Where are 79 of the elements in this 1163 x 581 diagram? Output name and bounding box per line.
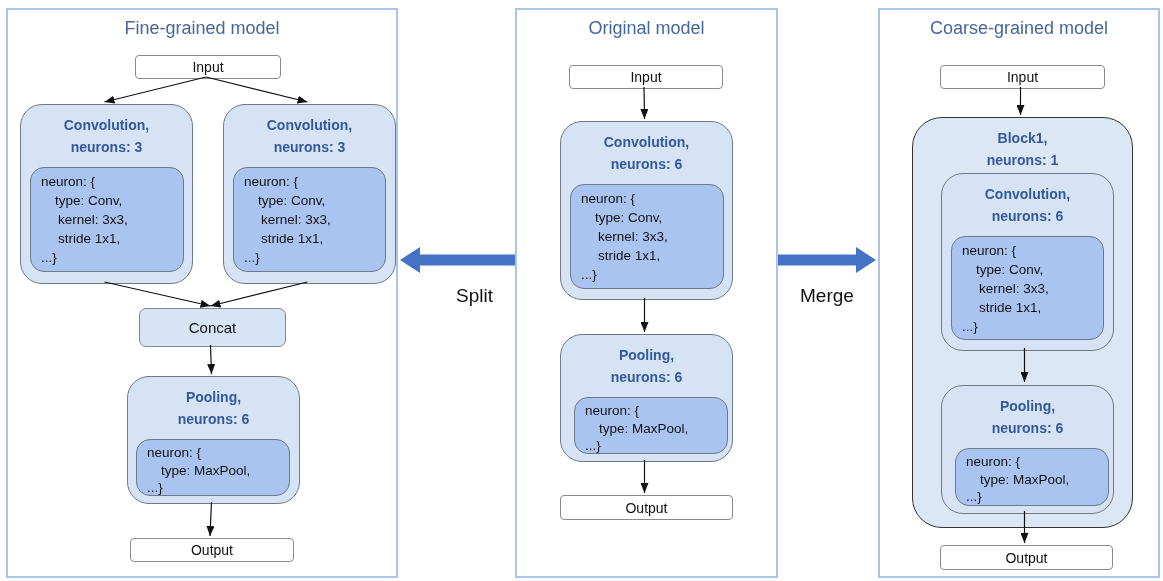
arrow bbox=[205, 76, 309, 104]
code-line: ...} bbox=[966, 488, 983, 506]
code-line: ...} bbox=[244, 249, 261, 267]
code-line: stride 1x1, bbox=[57, 230, 122, 248]
panel bbox=[6, 8, 398, 578]
code-line: neuron: { bbox=[966, 453, 1022, 471]
layer-box bbox=[560, 121, 733, 300]
layer-box bbox=[941, 173, 1114, 351]
code-line: type: Conv, bbox=[594, 209, 664, 227]
arrow bbox=[640, 86, 649, 120]
parameter-box bbox=[951, 236, 1104, 340]
code-line: type: Conv, bbox=[975, 261, 1045, 279]
code-line: stride 1x1, bbox=[260, 230, 325, 248]
layer-title: Block1, neurons: 1 bbox=[985, 129, 1060, 170]
panel-title: Fine-grained model bbox=[123, 18, 281, 39]
code-line: type: Conv, bbox=[54, 192, 124, 210]
terminal-box: Input bbox=[569, 65, 723, 89]
parameter-box bbox=[955, 448, 1109, 506]
layer-box bbox=[127, 376, 300, 504]
block-arrow bbox=[778, 247, 876, 273]
code-line: neuron: { bbox=[41, 173, 97, 191]
terminal-box: Output bbox=[940, 545, 1113, 570]
arrow bbox=[1020, 510, 1029, 544]
code-line: type: Conv, bbox=[257, 192, 327, 210]
code-line: type: MaxPool, bbox=[160, 461, 252, 479]
code-line: ...} bbox=[962, 318, 979, 336]
parameter-box bbox=[574, 397, 728, 454]
code-line: kernel: 3x3, bbox=[57, 211, 129, 229]
terminal-box: Input bbox=[135, 55, 281, 79]
layer-title: Pooling, neurons: 6 bbox=[990, 397, 1065, 438]
layer-box bbox=[223, 104, 396, 284]
block-arrow bbox=[400, 247, 515, 273]
arrow bbox=[209, 281, 309, 308]
layer-title: Convolution, neurons: 3 bbox=[265, 116, 354, 157]
arrow bbox=[1016, 86, 1025, 116]
layer-title: Convolution, neurons: 6 bbox=[983, 185, 1072, 226]
terminal-box: Output bbox=[130, 538, 294, 562]
code-line: neuron: { bbox=[147, 444, 203, 462]
code-line: ...} bbox=[147, 479, 164, 497]
code-line: stride 1x1, bbox=[978, 299, 1043, 317]
code-line: ...} bbox=[581, 266, 598, 284]
arrow bbox=[1020, 347, 1029, 383]
panel bbox=[878, 8, 1160, 578]
code-line: ...} bbox=[585, 437, 602, 455]
code-line: neuron: { bbox=[581, 190, 637, 208]
code-line: neuron: { bbox=[962, 242, 1018, 260]
operation-box: Concat bbox=[139, 308, 286, 347]
arrow bbox=[640, 459, 649, 494]
code-line: type: MaxPool, bbox=[979, 470, 1071, 488]
layer-title: Convolution, neurons: 3 bbox=[62, 116, 151, 157]
arrow bbox=[640, 297, 649, 333]
code-line: ...} bbox=[41, 249, 58, 267]
layer-title: Pooling, neurons: 6 bbox=[176, 388, 251, 429]
layer-title: Convolution, neurons: 6 bbox=[602, 133, 691, 174]
code-line: type: MaxPool, bbox=[598, 419, 690, 437]
code-line: neuron: { bbox=[585, 402, 641, 420]
code-line: kernel: 3x3, bbox=[260, 211, 332, 229]
block-box bbox=[912, 117, 1133, 528]
panel bbox=[515, 8, 778, 578]
terminal-box: Input bbox=[940, 65, 1105, 89]
arrow bbox=[206, 501, 215, 537]
arrow bbox=[207, 344, 216, 375]
parameter-box bbox=[30, 167, 184, 272]
layer-box bbox=[20, 104, 193, 284]
panel-title: Original model bbox=[587, 18, 706, 39]
parameter-box bbox=[570, 184, 724, 289]
panel-title: Coarse-grained model bbox=[928, 18, 1110, 39]
layer-title: Pooling, neurons: 6 bbox=[609, 346, 684, 387]
code-line: stride 1x1, bbox=[597, 247, 662, 265]
parameter-box bbox=[136, 439, 290, 496]
parameter-box bbox=[233, 167, 386, 272]
code-line: kernel: 3x3, bbox=[978, 280, 1050, 298]
terminal-box: Output bbox=[560, 495, 733, 520]
layer-box bbox=[941, 385, 1114, 514]
arrow bbox=[103, 281, 212, 308]
code-line: kernel: 3x3, bbox=[597, 228, 669, 246]
arrow bbox=[103, 76, 207, 104]
layer-box bbox=[560, 334, 733, 462]
code-line: neuron: { bbox=[244, 173, 300, 191]
